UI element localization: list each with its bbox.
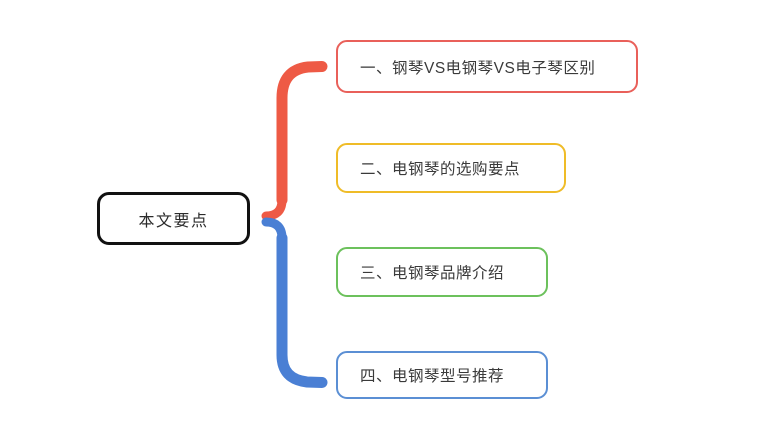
branch-node-3-label: 三、电钢琴品牌介绍 bbox=[360, 265, 505, 282]
branch-node-3[interactable]: 三、电钢琴品牌介绍 bbox=[336, 247, 548, 297]
upper-brace-stroke bbox=[276, 61, 328, 206]
root-node[interactable]: 本文要点 bbox=[97, 192, 250, 245]
branch-node-1-label: 一、钢琴VS电钢琴VS电子琴区别 bbox=[360, 59, 596, 77]
branch-node-2-label: 二、电钢琴的选购要点 bbox=[360, 161, 521, 178]
upper-brace-taper bbox=[261, 195, 287, 221]
root-node-label: 本文要点 bbox=[138, 212, 209, 230]
branch-node-1[interactable]: 一、钢琴VS电钢琴VS电子琴区别 bbox=[336, 40, 638, 93]
branch-node-4-label: 四、电钢琴型号推荐 bbox=[360, 368, 505, 385]
branch-node-4[interactable]: 四、电钢琴型号推荐 bbox=[336, 351, 548, 399]
upper-brace-connector bbox=[265, 63, 322, 219]
lower-brace-stroke bbox=[276, 232, 328, 388]
lower-brace-taper bbox=[261, 217, 287, 243]
branch-node-2[interactable]: 二、电钢琴的选购要点 bbox=[336, 143, 566, 193]
